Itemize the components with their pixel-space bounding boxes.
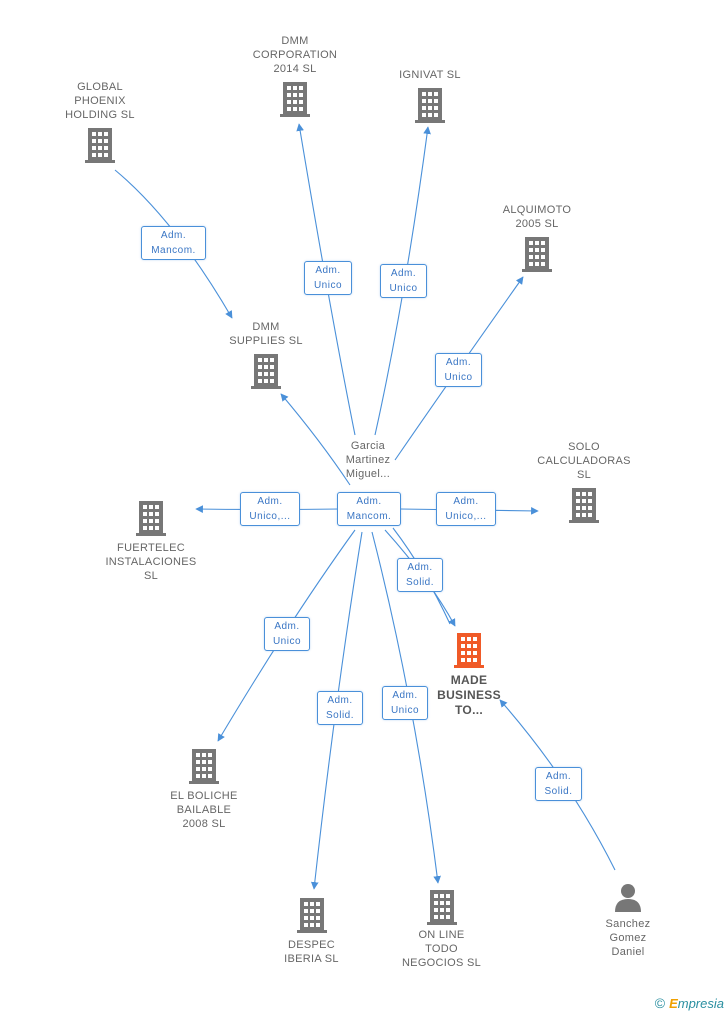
edge-label-sanchez-made[interactable]: Adm. Solid. [535, 767, 582, 801]
edge-label-garcia-made[interactable]: Adm. Solid. [397, 558, 443, 592]
person-icon [615, 884, 641, 912]
node-sanchez-gomez[interactable]: Sanchez Gomez Daniel [578, 882, 678, 959]
building-icon [415, 88, 445, 123]
node-label: GLOBAL PHOENIX HOLDING SL [65, 81, 135, 121]
brand-footer: ©Empresia [655, 995, 724, 1011]
node-made-business[interactable]: MADE BUSINESS TO... [427, 633, 511, 718]
node-label: FUERTELEC INSTALACIONES SL [105, 542, 197, 582]
node-dmm-corporation[interactable]: DMM CORPORATION 2014 SL [245, 34, 345, 117]
node-label: Garcia Martinez Miguel... [345, 440, 391, 480]
building-icon [251, 354, 281, 389]
building-icon [296, 898, 327, 933]
edge-label-garcia-despec[interactable]: Adm. Solid. [317, 691, 363, 725]
edge-label-garcia-ignivat[interactable]: Adm. Unico [380, 264, 427, 298]
node-garcia-martinez[interactable]: Garcia Martinez Miguel... [318, 439, 418, 481]
node-label: DMM CORPORATION 2014 SL [252, 35, 338, 75]
building-icon [136, 501, 166, 536]
node-alquimoto[interactable]: ALQUIMOTO 2005 SL [487, 203, 587, 272]
copyright-icon: © [654, 995, 666, 1011]
edge-label-garcia-boliche[interactable]: Adm. Unico [264, 617, 310, 651]
node-fuertelec[interactable]: FUERTELEC INSTALACIONES SL [96, 501, 206, 583]
node-despec-iberia[interactable]: DESPEC IBERIA SL [259, 898, 364, 966]
node-label: EL BOLICHE BAILABLE 2008 SL [170, 790, 238, 830]
building-icon [522, 237, 552, 272]
node-label: MADE BUSINESS TO... [437, 673, 501, 717]
building-icon [85, 128, 115, 163]
building-icon [426, 890, 457, 925]
node-global-phoenix[interactable]: GLOBAL PHOENIX HOLDING SL [50, 80, 150, 163]
node-dmm-supplies[interactable]: DMM SUPPLIES SL [216, 320, 316, 389]
edge-label-garcia-dmm-corp[interactable]: Adm. Unico [304, 261, 352, 295]
node-label: SOLO CALCULADORAS SL [537, 441, 631, 481]
node-label: ALQUIMOTO 2005 SL [502, 204, 572, 230]
node-solo-calculadoras[interactable]: SOLO CALCULADORAS SL [534, 440, 634, 523]
building-icon [189, 749, 219, 784]
node-label: ON LINE TODO NEGOCIOS SL [401, 929, 482, 969]
edge-label-global-dmm-supplies[interactable]: Adm. Mancom. [141, 226, 206, 260]
edge-label-garcia-dmm-supplies[interactable]: Adm. Mancom. [337, 492, 401, 526]
node-online-todo[interactable]: ON LINE TODO NEGOCIOS SL [389, 890, 494, 970]
building-icon [569, 488, 599, 523]
edge-garcia-dmm-supplies [280, 393, 351, 486]
building-icon [280, 82, 310, 117]
node-label: Sanchez Gomez Daniel [605, 918, 651, 958]
brand-logo-initial: E [669, 996, 678, 1011]
edge-label-garcia-online[interactable]: Adm. Unico [382, 686, 428, 720]
node-label: DMM SUPPLIES SL [229, 321, 303, 347]
edge-label-garcia-solo[interactable]: Adm. Unico,... [436, 492, 496, 526]
edge-label-garcia-alquimoto[interactable]: Adm. Unico [435, 353, 482, 387]
node-el-boliche[interactable]: EL BOLICHE BAILABLE 2008 SL [154, 749, 254, 831]
node-label: IGNIVAT SL [399, 69, 461, 81]
node-label: DESPEC IBERIA SL [284, 939, 339, 965]
edge-label-garcia-fuertelec[interactable]: Adm. Unico,... [240, 492, 300, 526]
node-ignivat[interactable]: IGNIVAT SL [380, 68, 480, 123]
building-icon [454, 633, 484, 668]
brand-logo-text: mpresia [677, 996, 724, 1011]
